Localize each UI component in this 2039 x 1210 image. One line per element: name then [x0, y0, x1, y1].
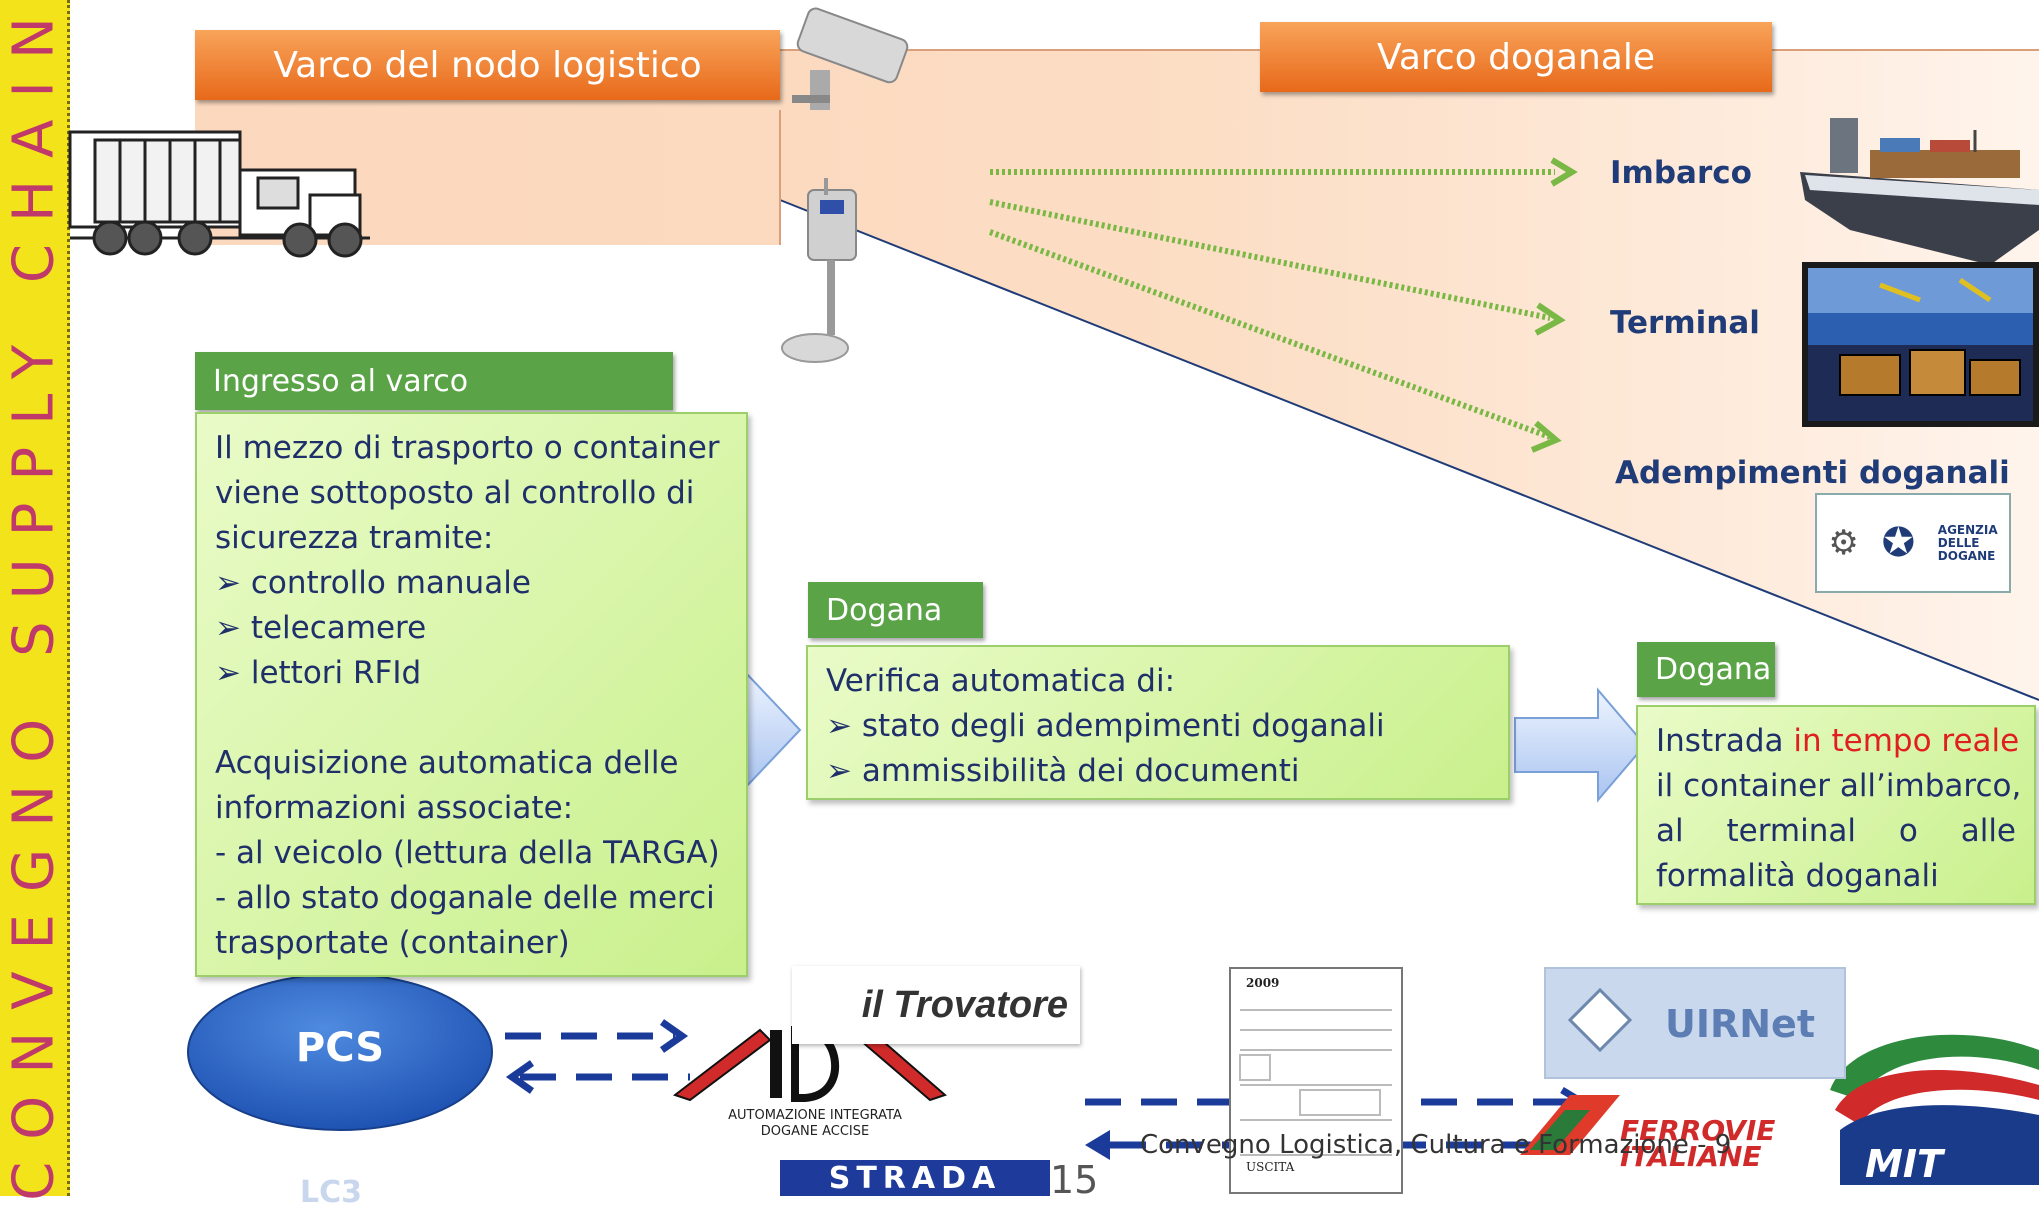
gate-customs-bar: Varco doganale: [1260, 22, 1772, 92]
gate-logistic-bar: Varco del nodo logistico: [195, 30, 780, 100]
trovatore-text: il Trovatore: [861, 983, 1068, 1026]
label-imbarco: Imbarco: [1610, 155, 1752, 191]
funnel-edge: [779, 199, 2039, 701]
dogana2-box: Instrada in tempo reale il container all…: [1636, 705, 2036, 905]
doc-uscita: USCITA: [1246, 1160, 1295, 1174]
ingresso-title: Ingresso al varco: [213, 363, 469, 399]
pcs-label: PCS: [295, 1025, 385, 1071]
ingresso-box: Il mezzo di trasporto o container viene …: [195, 412, 748, 977]
ingresso-line: sicurezza tramite:: [215, 520, 494, 556]
ingresso-line: - al veicolo (lettura della TARGA): [215, 835, 720, 871]
ingresso-line: viene sottoposto al controllo di: [215, 475, 695, 511]
route-arrows: [988, 169, 1555, 440]
dogana1-bullet: ➢ stato degli adempimenti doganali: [826, 708, 1385, 744]
rfid-reader-icon: [781, 178, 857, 363]
doc-year: 2009: [1246, 976, 1280, 990]
ingresso-line: trasportate (container): [215, 925, 570, 961]
mit-text: MIT: [1865, 1142, 1943, 1186]
mit-logo: [1830, 1034, 2039, 1185]
ingresso-line: informazioni associate:: [215, 790, 574, 826]
dogana1-bullet: ➢ ammissibilità dei documenti: [826, 753, 1300, 789]
dogana2-header: Dogana: [1637, 642, 1775, 697]
flow-arrow-2: [1514, 687, 1647, 803]
dogana1-title: Dogana: [826, 592, 943, 628]
flow-funnel: [195, 50, 2039, 700]
ingresso-bullet: ➢ controllo manuale: [215, 565, 531, 601]
footer-text: Convegno Logistica, Cultura e Formazione…: [1140, 1130, 1732, 1160]
label-terminal: Terminal: [1610, 305, 1760, 341]
strada-logo-text: STRADA: [828, 1160, 1002, 1196]
agenzia-text: AGENZIA DELLE DOGANE: [1937, 522, 1998, 563]
ingresso-bullet: ➢ lettori RFId: [215, 655, 422, 691]
trovatore-logo: il Trovatore: [792, 966, 1080, 1044]
emblem-icon: ⚙: [1828, 524, 1859, 562]
gate-logistic-label: Varco del nodo logistico: [273, 44, 702, 86]
gate-customs-label: Varco doganale: [1377, 36, 1655, 78]
dogana2-line1: Instrada in tempo reale: [1656, 723, 2020, 759]
ingresso-header: Ingresso al varco: [195, 352, 673, 410]
ingresso-bullet: ➢ telecamere: [215, 610, 427, 646]
ingresso-line: - allo stato doganale delle merci: [215, 880, 715, 916]
dogana2-line2: il container all’imbarco,: [1656, 768, 2022, 804]
dogana1-line: Verifica automatica di:: [826, 663, 1176, 699]
ingresso-line: Il mezzo di trasporto o container: [215, 430, 720, 466]
realtime-highlight: in tempo reale: [1793, 723, 2020, 759]
dogana1-header: Dogana: [808, 582, 983, 638]
route-arrow-terminal: [989, 199, 1551, 321]
label-adempimenti: Adempimenti doganali: [1615, 455, 2010, 491]
dogana1-box: Verifica automatica di: ➢ stato degli ad…: [806, 645, 1510, 800]
truck-illustration: [68, 130, 370, 258]
agenzia-dogane-logo: ⚙ ✪ AGENZIA DELLE DOGANE: [1815, 493, 2011, 593]
page-number: 15: [1050, 1158, 1099, 1202]
lc-label: LC3: [300, 1175, 363, 1210]
ship-icon: [1800, 118, 2039, 265]
strada-logo-bar: [780, 1160, 1050, 1196]
ferrovie-text: FERROVIE ITALIANE: [1620, 1114, 1776, 1173]
uirnet-text: UIRNet: [1665, 1002, 1815, 1046]
terminal-image: [1802, 262, 2039, 427]
star-ring-icon: ✪: [1881, 521, 1916, 565]
aida-subtitle: AUTOMAZIONE INTEGRATA DOGANE ACCISE: [728, 1108, 902, 1139]
sidebar-band: CONVEGNO SUPPLY CHAIN: [0, 0, 70, 1201]
dogana2-line4: formalità doganali: [1656, 858, 1939, 894]
customs-document-image: [1229, 967, 1403, 1194]
ingresso-line: Acquisizione automatica delle: [215, 745, 679, 781]
ferrovie-logo: [1520, 1095, 1620, 1155]
camera-icon: [792, 7, 909, 110]
ingresso-spacer: [215, 696, 728, 741]
dogana2-title: Dogana: [1655, 652, 1772, 687]
